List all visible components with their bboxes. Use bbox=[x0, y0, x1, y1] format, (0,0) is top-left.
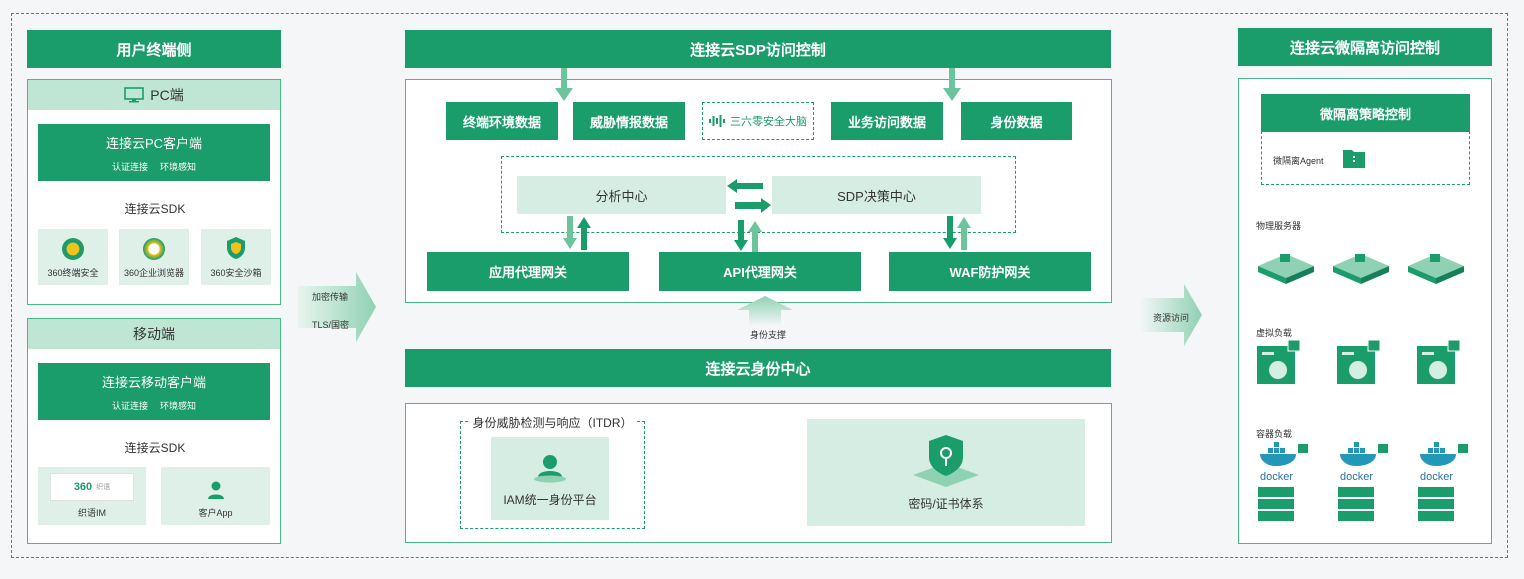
docker-whale-icon bbox=[1420, 442, 1468, 466]
api-proxy-gateway: API代理网关 bbox=[659, 252, 861, 291]
resource-access-arrow-icon bbox=[1140, 284, 1202, 346]
user-platform-icon bbox=[534, 455, 566, 483]
pc-client: 连接云PC客户端 认证连接 环境感知 bbox=[38, 124, 270, 181]
policy-control: 微隔离策略控制 bbox=[1261, 94, 1470, 132]
bidirectional-arrow-icon bbox=[727, 179, 771, 213]
tile-zhiyu-im[interactable]: 360 织语 织语IM bbox=[38, 467, 146, 525]
outer-frame bbox=[11, 13, 1508, 558]
tile-label: 360企业浏览器 bbox=[123, 268, 185, 278]
tag-endpoint-data: 终端环境数据 bbox=[446, 102, 558, 140]
down-arrow-icon bbox=[555, 68, 573, 101]
tile-label: 360终端安全 bbox=[47, 268, 99, 278]
pc-title: PC端 bbox=[150, 87, 184, 103]
logo-sub-text: 织语 bbox=[96, 484, 111, 491]
decision-zone bbox=[501, 156, 1016, 233]
logo-360-text: 360 bbox=[73, 481, 93, 493]
mobile-header: 移动端 bbox=[28, 319, 280, 349]
updown-arrow-icon bbox=[943, 216, 971, 250]
resource-access-label: 资源访问 bbox=[1153, 313, 1190, 323]
sound-wave-icon bbox=[709, 115, 725, 127]
pc-client-auth: 认证连接 bbox=[111, 161, 148, 172]
micro-seg-panel bbox=[1238, 78, 1492, 544]
sdp-decision-center: SDP决策中心 bbox=[772, 176, 981, 214]
crypto-label: 密码/证书体系 bbox=[908, 497, 984, 511]
itdr-label-wrap: 身份威胁检测与响应（ITDR） bbox=[460, 414, 645, 431]
agent-label: 微隔离Agent bbox=[1273, 156, 1324, 166]
pc-sdk: 连接云SDK bbox=[124, 202, 186, 216]
pc-client-label: 连接云PC客户端 bbox=[105, 135, 203, 151]
docker-text: docker bbox=[1340, 471, 1374, 483]
tag-identity-data: 身份数据 bbox=[961, 102, 1072, 140]
tile-360-browser[interactable]: 360企业浏览器 bbox=[119, 229, 189, 285]
container-rack-icon bbox=[1338, 487, 1390, 521]
physical-server-icon bbox=[1333, 254, 1389, 284]
container-stack: docker bbox=[1338, 442, 1390, 528]
left-title: 用户终端侧 bbox=[27, 30, 281, 68]
virtual-load-icon bbox=[1417, 340, 1461, 384]
physical-server-icon bbox=[1408, 254, 1464, 284]
itdr-label: 身份威胁检测与响应（ITDR） bbox=[468, 416, 637, 430]
mobile-client-auth: 认证连接 bbox=[111, 400, 148, 411]
mobile-client-label: 连接云移动客户端 bbox=[101, 374, 206, 390]
docker-text: docker bbox=[1260, 471, 1294, 483]
tile-360-sandbox[interactable]: 360安全沙箱 bbox=[201, 229, 271, 285]
right-title: 连接云微隔离访问控制 bbox=[1238, 28, 1492, 66]
docker-whale-icon bbox=[1260, 442, 1308, 466]
analysis-center: 分析中心 bbox=[517, 176, 726, 214]
container-rack-icon bbox=[1418, 487, 1470, 521]
app-proxy-gateway: 应用代理网关 bbox=[427, 252, 629, 291]
tls-label: TLS/国密 bbox=[312, 320, 350, 330]
pc-header: PC端 bbox=[28, 80, 280, 110]
mobile-sdk: 连接云SDK bbox=[124, 441, 186, 455]
virtual-load-icon bbox=[1337, 340, 1381, 384]
sandbox-shield-icon bbox=[227, 237, 245, 259]
tag-business-access: 业务访问数据 bbox=[831, 102, 943, 140]
security-brain-label: 三六零安全大脑 bbox=[730, 116, 807, 128]
virtual-label: 虚拟负载 bbox=[1256, 328, 1293, 338]
zhiyu-logo: 360 织语 bbox=[50, 473, 134, 501]
encrypted-transfer-arrow-icon bbox=[298, 272, 376, 342]
tile-360-endpoint[interactable]: 360终端安全 bbox=[38, 229, 108, 285]
tag-threat-intel: 威胁情报数据 bbox=[573, 102, 685, 140]
docker-whale-icon bbox=[1340, 442, 1388, 466]
mobile-client-env: 环境感知 bbox=[160, 400, 197, 411]
updown-arrow-icon bbox=[734, 220, 762, 252]
tile-label: 织语IM bbox=[78, 508, 106, 518]
container-label: 容器负载 bbox=[1256, 429, 1293, 439]
user-app-icon bbox=[207, 481, 224, 499]
container-stack: docker bbox=[1258, 442, 1310, 528]
tag-security-brain: 三六零安全大脑 bbox=[702, 102, 814, 140]
agent-icon bbox=[1343, 150, 1365, 168]
crypto-system: 密码/证书体系 bbox=[807, 419, 1085, 526]
virtual-load-icon bbox=[1257, 340, 1301, 384]
iam-platform: IAM统一身份平台 bbox=[491, 437, 609, 520]
mobile-panel: 移动端 连接云移动客户端 认证连接 环境感知 连接云SDK 360 织语 织语IM… bbox=[27, 318, 281, 544]
mobile-client: 连接云移动客户端 认证连接 环境感知 bbox=[38, 363, 270, 420]
identity-support-label: 身份支撑 bbox=[750, 330, 787, 340]
certificate-shield-icon bbox=[913, 435, 979, 487]
physical-server-icon bbox=[1258, 254, 1314, 284]
pc-panel: PC端 连接云PC客户端 认证连接 环境感知 连接云SDK 360终端安全 360… bbox=[27, 79, 281, 305]
tile-customer-app[interactable]: 客户App bbox=[161, 467, 270, 525]
updown-arrow-icon bbox=[563, 216, 591, 250]
waf-gateway: WAF防护网关 bbox=[889, 252, 1091, 291]
container-rack-icon bbox=[1258, 487, 1310, 521]
iam-label: IAM统一身份平台 bbox=[503, 493, 597, 507]
docker-text: docker bbox=[1420, 471, 1454, 483]
pc-client-env: 环境感知 bbox=[160, 161, 197, 172]
identity-title: 连接云身份中心 bbox=[405, 349, 1111, 387]
identity-support-arrow-icon bbox=[737, 296, 793, 326]
tile-label: 360安全沙箱 bbox=[210, 268, 262, 278]
tile-label: 客户App bbox=[198, 508, 233, 518]
monitor-icon bbox=[124, 87, 145, 103]
container-stack: docker bbox=[1418, 442, 1470, 528]
sdp-title: 连接云SDP访问控制 bbox=[405, 30, 1111, 68]
encrypt-label: 加密传输 bbox=[312, 292, 349, 302]
endpoint-security-icon bbox=[62, 238, 84, 260]
down-arrow-icon bbox=[943, 68, 961, 101]
physical-label: 物理服务器 bbox=[1256, 221, 1302, 231]
mobile-title: 移动端 bbox=[133, 326, 175, 342]
browser-icon bbox=[143, 238, 165, 260]
